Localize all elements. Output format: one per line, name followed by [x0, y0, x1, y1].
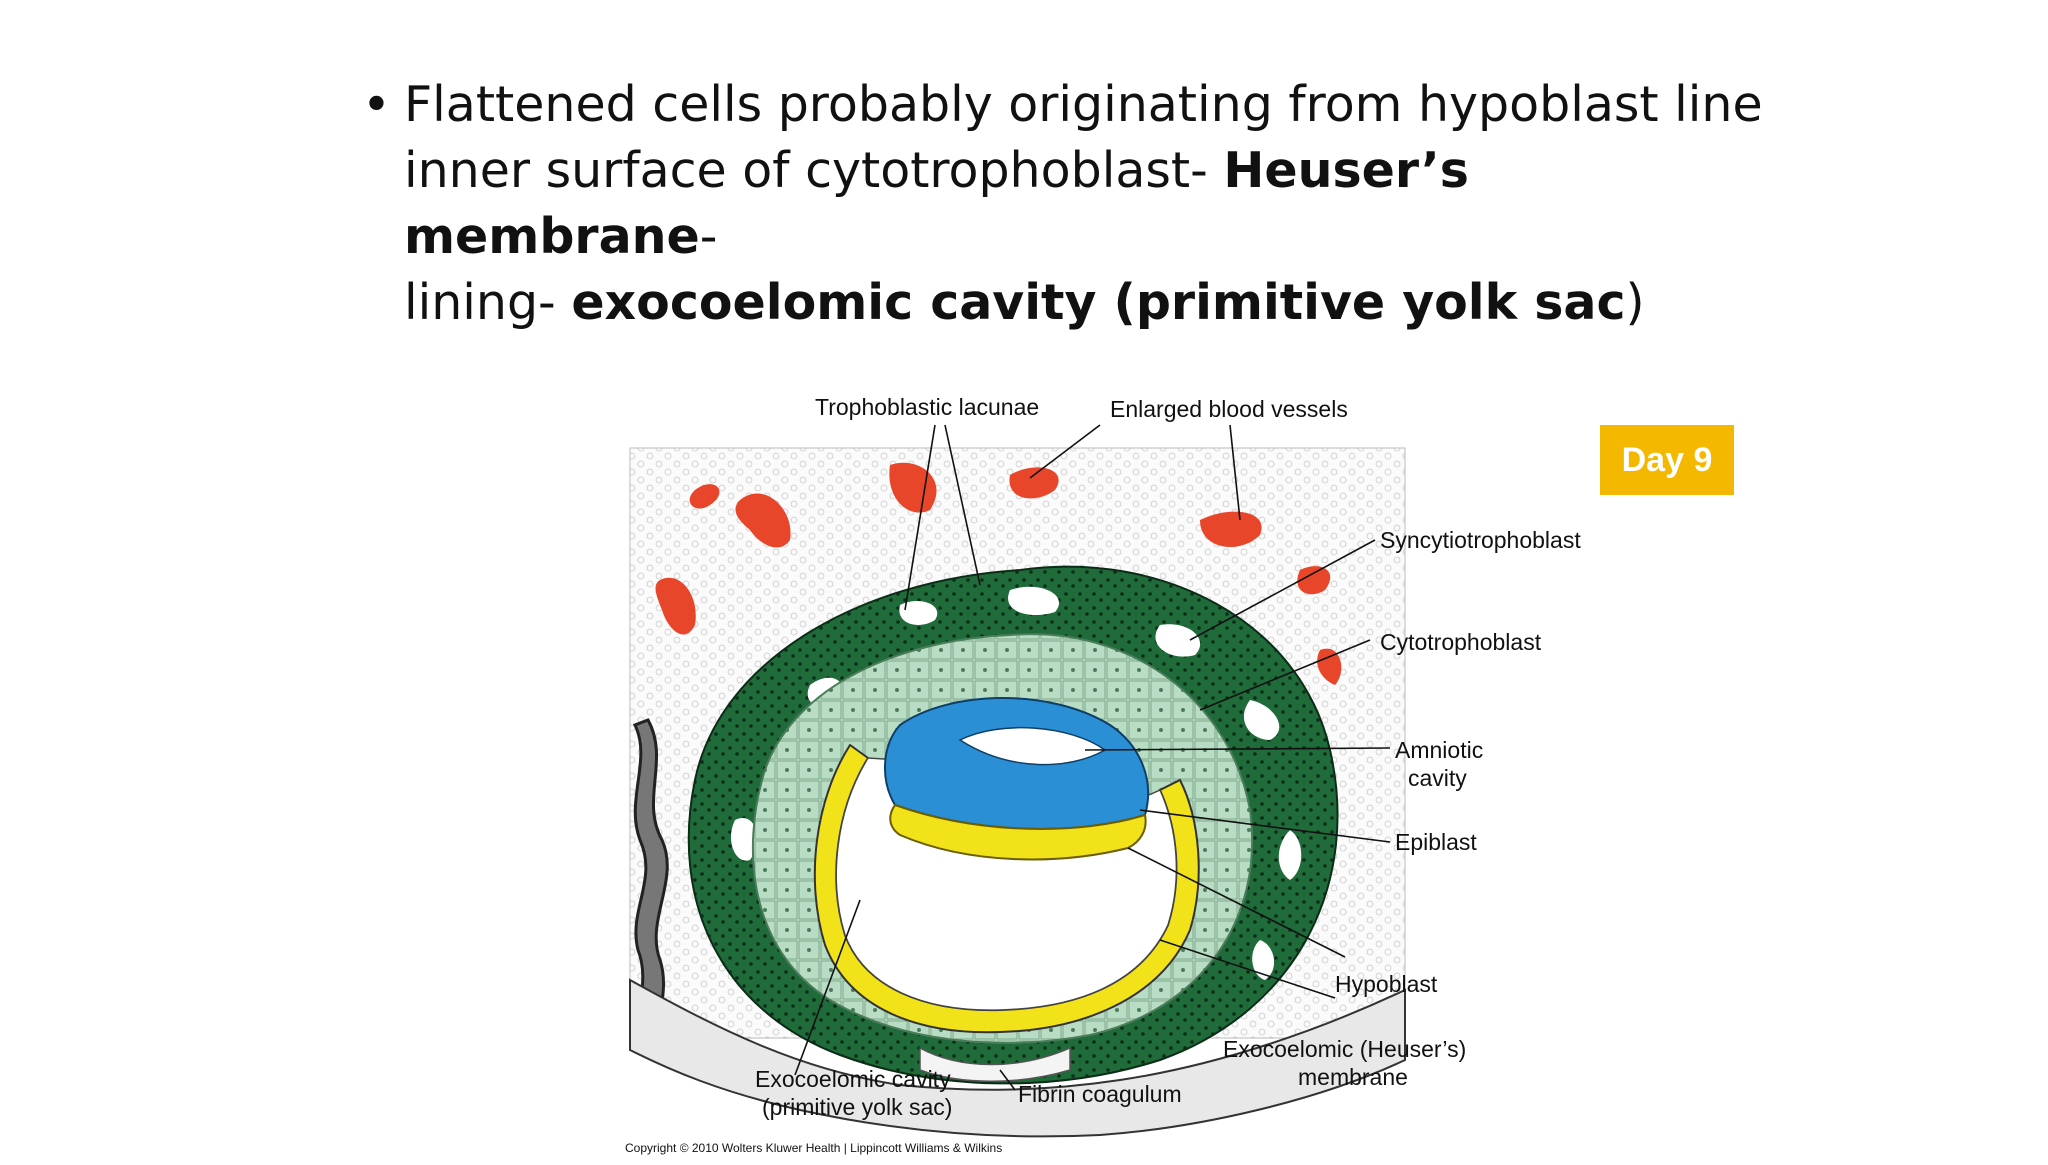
bullet-line-3-suffix: )	[1625, 274, 1645, 331]
fibrin-coagulum	[919, 1046, 1071, 1082]
term-heusers-membrane: Heuser’s membrane	[404, 142, 1469, 265]
blood-vessel	[1200, 511, 1262, 547]
label-enlarged-blood-vessels: Enlarged blood vessels	[1110, 396, 1348, 422]
day-badge: Day 9	[1600, 425, 1734, 495]
trophoblastic-lacuna	[1252, 940, 1275, 980]
bullet-marker: •	[362, 76, 391, 133]
label-epiblast: Epiblast	[1395, 829, 1477, 855]
blood-vessel	[689, 484, 720, 509]
trophoblastic-lacuna	[730, 818, 758, 861]
trophoblastic-lacuna	[1008, 586, 1059, 616]
uterine-epithelium	[629, 978, 1406, 1138]
label-heusers-line-1: Exocoelomic (Heuser’s)	[1223, 1036, 1466, 1062]
label-syncytiotrophoblast: Syncytiotrophoblast	[1380, 527, 1581, 553]
label-amniotic-line-1: Amniotic	[1395, 737, 1483, 763]
label-trophoblastic-lacunae: Trophoblastic lacunae	[815, 394, 1039, 420]
trophoblastic-lacuna	[1278, 830, 1302, 880]
label-hypoblast: Hypoblast	[1335, 971, 1438, 997]
bullet-paragraph: Flattened cells probably originating fro…	[404, 72, 1782, 336]
label-yolk-line-1: Exocoelomic cavity	[755, 1066, 951, 1092]
bullet-line-1-text: Flattened cells probably originating fro…	[404, 76, 1763, 133]
bullet-line-1: Flattened cells probably originating fro…	[404, 72, 1782, 138]
bullet-line-3-prefix: lining-	[404, 274, 572, 331]
blood-vessel	[1009, 467, 1059, 499]
label-amniotic-line-2: cavity	[1408, 765, 1467, 791]
label-cytotrophoblast: Cytotrophoblast	[1380, 629, 1542, 655]
label-heusers-line-2: membrane	[1298, 1064, 1408, 1090]
bullet-line-3: lining- exocoelomic cavity (primitive yo…	[404, 270, 1782, 336]
bullet-line-2-suffix: -	[699, 208, 718, 265]
bullet-text-block: • Flattened cells probably originating f…	[362, 72, 1782, 336]
bullet-line-2: inner surface of cytotrophoblast- Heuser…	[404, 138, 1782, 270]
blood-vessel	[889, 462, 937, 513]
trophoblastic-lacuna	[899, 600, 938, 625]
bullet-line-2-prefix: inner surface of cytotrophoblast-	[404, 142, 1224, 199]
blood-vessel	[655, 577, 696, 635]
term-exocoelomic-cavity: exocoelomic cavity (primitive yolk sac	[571, 274, 1626, 331]
copyright-notice: Copyright © 2010 Wolters Kluwer Health |…	[625, 1141, 1002, 1155]
blood-vessel	[735, 493, 791, 548]
day-badge-label: Day 9	[1621, 440, 1713, 479]
blood-vessel	[1297, 566, 1331, 595]
label-fibrin-coagulum: Fibrin coagulum	[1018, 1081, 1182, 1107]
embryo-day9-diagram: Trophoblastic lacunae Enlarged blood ves…	[625, 394, 1581, 1155]
leader-lines	[794, 424, 1391, 1091]
label-yolk-line-2: (primitive yolk sac)	[762, 1094, 952, 1120]
trophoblastic-lacuna	[1243, 700, 1280, 740]
trophoblastic-lacuna	[1155, 624, 1201, 657]
blood-vessel	[1317, 648, 1342, 685]
